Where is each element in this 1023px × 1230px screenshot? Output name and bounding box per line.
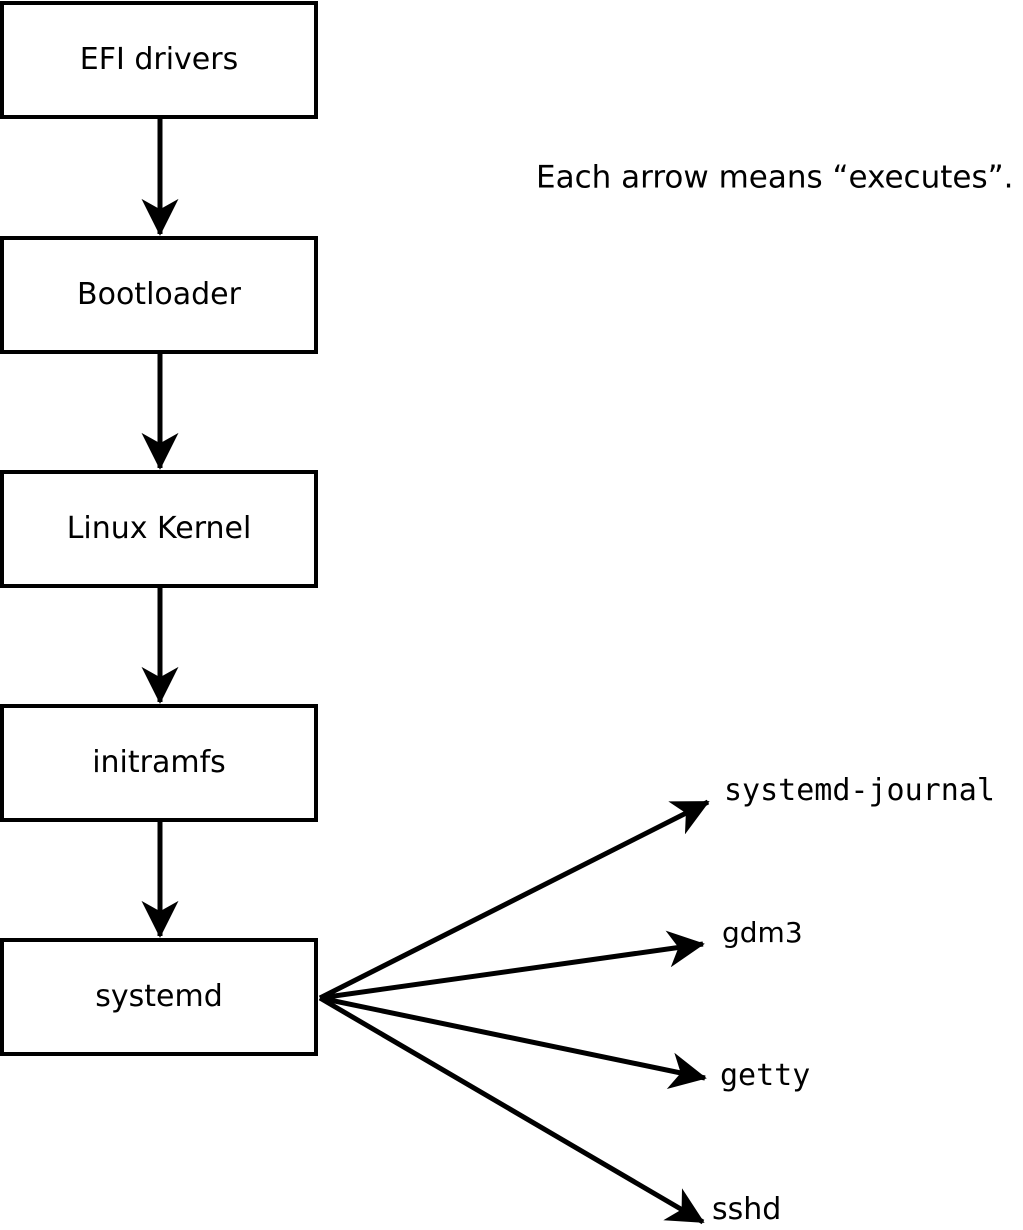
node-initramfs: initramfs bbox=[0, 704, 318, 822]
node-efi-drivers-label: EFI drivers bbox=[79, 42, 239, 77]
process-label-systemd-journal: systemd-journal bbox=[724, 773, 995, 808]
node-linux-kernel-label: Linux Kernel bbox=[66, 511, 252, 546]
node-bootloader-label: Bootloader bbox=[77, 277, 241, 312]
arrow-meaning-note: Each arrow means “executes”. bbox=[536, 159, 1014, 196]
arrow-systemd-to-sshd bbox=[318, 995, 705, 1225]
process-label-getty: getty bbox=[720, 1058, 811, 1093]
process-label-sshd: sshd bbox=[712, 1192, 782, 1227]
node-linux-kernel: Linux Kernel bbox=[0, 470, 318, 588]
process-label-gdm3: gdm3 bbox=[722, 916, 803, 949]
arrow-systemd-to-journal bbox=[318, 799, 710, 1001]
node-systemd-label: systemd bbox=[95, 979, 223, 1014]
node-systemd: systemd bbox=[0, 938, 318, 1056]
node-initramfs-label: initramfs bbox=[92, 745, 226, 780]
arrow-systemd-to-gdm3 bbox=[319, 930, 705, 1001]
arrow-systemd-to-getty bbox=[319, 995, 707, 1089]
node-efi-drivers: EFI drivers bbox=[0, 1, 318, 119]
node-bootloader: Bootloader bbox=[0, 236, 318, 354]
